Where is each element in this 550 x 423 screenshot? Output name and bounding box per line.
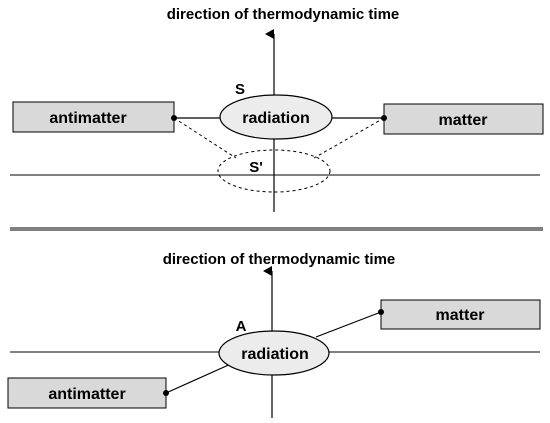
bottom-right-endpoint-dot: [378, 309, 384, 315]
top-radiation-label: radiation: [242, 110, 310, 127]
top-s-prime-ellipse: [217, 149, 331, 193]
top-point-s-prime-label: S': [249, 159, 263, 176]
bottom-antimatter-box: [7, 377, 167, 409]
top-panel: direction of thermodynamic time antimatt…: [10, 6, 544, 212]
panel-divider: [10, 227, 543, 231]
bottom-point-a-label: A: [236, 318, 247, 335]
bottom-matter-label: matter: [436, 307, 485, 324]
bottom-left-connector: [165, 362, 234, 394]
bottom-radiation-ellipse: [218, 330, 330, 376]
top-right-endpoint-dot: [381, 115, 387, 121]
bottom-radiation-label: radiation: [241, 346, 309, 363]
bottom-left-endpoint-dot: [163, 390, 169, 396]
top-radiation-ellipse: [219, 94, 333, 140]
bottom-matter-box: [380, 299, 541, 330]
top-antimatter-label: antimatter: [49, 110, 126, 127]
bottom-panel: direction of thermodynamic time antimatt…: [7, 251, 541, 418]
top-point-s-label: S: [235, 81, 245, 98]
top-dashed-left-connector: [173, 117, 237, 159]
top-dashed-right-connector: [313, 117, 385, 159]
bottom-title: direction of thermodynamic time: [163, 251, 396, 268]
bottom-right-connector: [315, 311, 382, 338]
bottom-antimatter-label: antimatter: [48, 386, 125, 403]
top-antimatter-box: [12, 101, 175, 133]
top-matter-label: matter: [439, 112, 488, 129]
top-title: direction of thermodynamic time: [167, 6, 400, 23]
top-left-endpoint-dot: [171, 115, 177, 121]
